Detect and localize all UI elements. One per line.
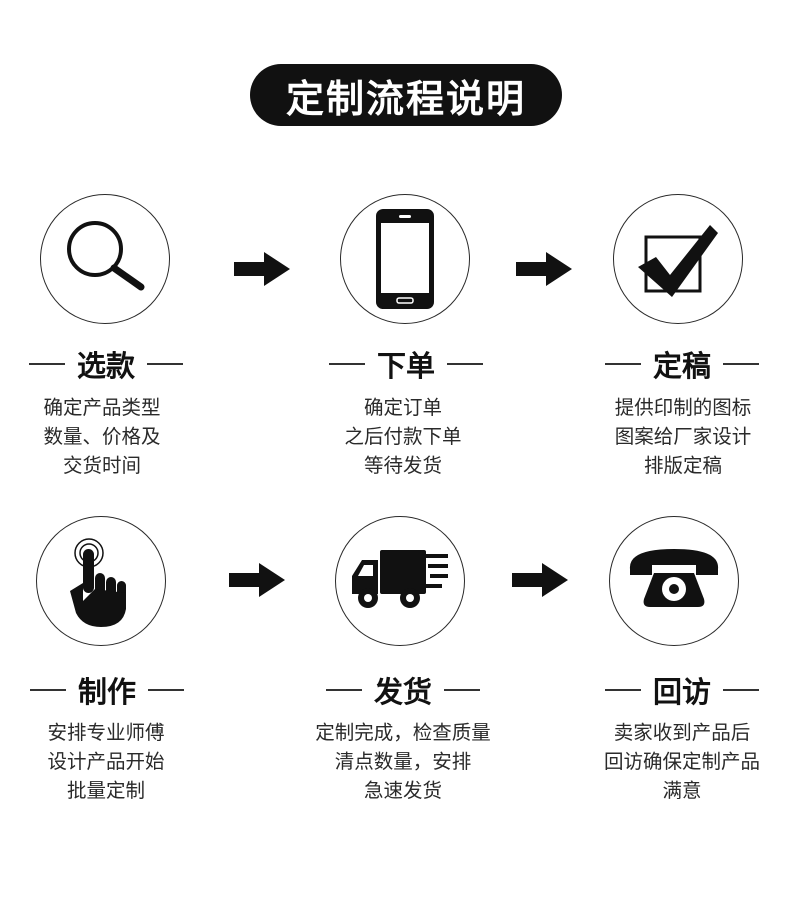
title-dash	[148, 689, 184, 691]
title-dash	[604, 689, 641, 691]
title-dash	[444, 689, 480, 691]
step-4-icon-circle	[36, 516, 166, 646]
description-line: 之后付款下单	[344, 425, 462, 448]
description-line: 排版定稿	[643, 454, 722, 477]
description-line: 提供印制的图标	[614, 396, 752, 419]
description-line: 定制完成，检查质量	[315, 721, 491, 744]
description-line: 批量定制	[66, 779, 145, 802]
step-5-title-text: 发货	[373, 675, 432, 709]
title-dash	[447, 363, 483, 365]
description-line: 等待发货	[363, 454, 442, 477]
description-line: 清点数量，安排	[334, 750, 472, 773]
step-2-description: 确定订单 之后付款下单 等待发货	[288, 393, 518, 480]
step-5-title: 发货	[283, 669, 523, 711]
title-dash	[28, 363, 65, 365]
smartphone-icon	[376, 209, 434, 309]
step-5-icon-circle	[335, 516, 465, 646]
magnifier-icon	[67, 221, 145, 291]
description-line: 图案给厂家设计	[614, 425, 752, 448]
step-3-description: 提供印制的图标 图案给厂家设计 排版定稿	[568, 393, 790, 480]
title-dash	[147, 363, 183, 365]
step-4-title-text: 制作	[77, 675, 136, 709]
step-1-description: 确定产品类型 数量、价格及 交货时间	[0, 393, 217, 480]
step-6-title-text: 回访	[652, 675, 711, 709]
checkbox-check-icon	[638, 225, 718, 297]
description-line: 急速发货	[363, 779, 442, 802]
arrow-right-icon	[512, 563, 568, 597]
step-3-title: 定稿	[562, 343, 790, 385]
description-line: 满意	[662, 779, 702, 802]
title-dash	[723, 363, 759, 365]
step-6-title: 回访	[562, 669, 790, 711]
title-dash	[723, 689, 759, 691]
step-4-title: 制作	[0, 669, 227, 711]
step-3-icon-circle	[613, 194, 743, 324]
arrow-right-icon	[516, 252, 572, 286]
description-line: 数量、价格及	[43, 425, 161, 448]
arrow-right-icon	[229, 563, 285, 597]
title-dash	[604, 363, 641, 365]
step-2-title: 下单	[286, 343, 526, 385]
step-2-title-text: 下单	[376, 349, 435, 383]
description-line: 设计产品开始	[47, 750, 165, 773]
title-dash	[328, 363, 365, 365]
description-line: 交货时间	[62, 454, 141, 477]
title-dash	[325, 689, 362, 691]
description-line: 确定订单	[363, 396, 442, 419]
arrow-right-icon	[234, 252, 290, 286]
step-6-description: 卖家收到产品后 回访确保定制产品 满意	[567, 718, 790, 805]
step-6-icon-circle	[609, 516, 739, 646]
step-1-title-text: 选款	[76, 349, 135, 383]
description-line: 确定产品类型	[43, 396, 161, 419]
step-4-description: 安排专业师傅 设计产品开始 批量定制	[0, 718, 221, 805]
title-dash	[29, 689, 66, 691]
page-title: 定制流程说明	[250, 64, 562, 126]
telephone-icon	[629, 549, 719, 607]
description-line: 回访确保定制产品	[603, 750, 760, 773]
finger-tap-icon	[70, 538, 126, 627]
step-5-description: 定制完成，检查质量 清点数量，安排 急速发货	[288, 718, 518, 805]
step-3-title-text: 定稿	[652, 349, 711, 383]
step-1-icon-circle	[40, 194, 170, 324]
delivery-truck-icon	[352, 550, 448, 608]
step-1-title: 选款	[0, 343, 226, 385]
description-line: 安排专业师傅	[47, 721, 165, 744]
description-line: 卖家收到产品后	[613, 721, 751, 744]
step-2-icon-circle	[340, 194, 470, 324]
